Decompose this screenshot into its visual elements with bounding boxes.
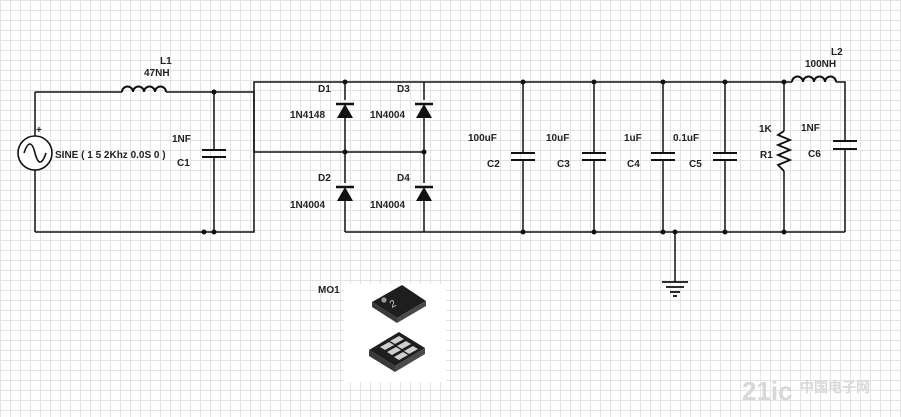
- c5-ref: C5: [689, 159, 702, 170]
- c4-ref: C4: [627, 159, 640, 170]
- mo1-chip-bottom-image: [369, 332, 425, 372]
- c6-ref: C6: [808, 149, 821, 160]
- d2-value: 1N4004: [290, 200, 325, 211]
- wires: [34, 81, 846, 282]
- source-value: SINE ( 1 5 2Khz 0.0S 0 ): [55, 150, 166, 161]
- mo1-ref: MO1: [318, 285, 340, 296]
- l2-value: 100NH: [805, 59, 836, 70]
- l1-ref: L1: [160, 56, 172, 67]
- inductor-l2: L2 100NH: [791, 47, 843, 83]
- c6-value: 1NF: [801, 123, 820, 134]
- l1-value: 47NH: [144, 68, 170, 79]
- c5-value: 0.1uF: [673, 133, 699, 144]
- c1-value: 1NF: [172, 134, 191, 145]
- ground-icon: [662, 281, 688, 297]
- mo1-chip-top-image: 2: [372, 285, 426, 323]
- watermark-logo: 21ic 中国电子网: [742, 376, 870, 406]
- svg-text:2: 2: [388, 298, 399, 311]
- diode-d1: D1 1N4148: [290, 84, 354, 121]
- c3-value: 10uF: [546, 133, 569, 144]
- d1-ref: D1: [318, 84, 331, 95]
- c3-ref: C3: [557, 159, 570, 170]
- r1-value: 1K: [759, 124, 773, 135]
- watermark-subtext: 中国电子网: [800, 379, 870, 396]
- d3-ref: D3: [397, 84, 410, 95]
- d4-value: 1N4004: [370, 200, 405, 211]
- c1-ref: C1: [177, 158, 190, 169]
- diode-d2: D2 1N4004: [290, 173, 354, 211]
- capacitor-c1: 1NF C1: [172, 134, 226, 169]
- watermark-text: 21ic: [742, 376, 793, 406]
- junction-dots: [201, 79, 787, 235]
- inductor-l1: L1 47NH: [121, 56, 172, 93]
- capacitor-c2: 100uF C2: [468, 133, 535, 170]
- capacitor-c6: 1NF C6: [801, 123, 857, 160]
- module-mo1: MO1 2: [318, 284, 446, 382]
- capacitor-c3: 10uF C3: [546, 133, 606, 170]
- capacitor-c5: 0.1uF C5: [673, 133, 737, 170]
- diode-d4: D4 1N4004: [370, 173, 433, 211]
- c4-value: 1uF: [624, 133, 642, 144]
- d1-value: 1N4148: [290, 110, 325, 121]
- resistor-r1: 1K R1: [759, 124, 793, 172]
- source-polarity: +: [36, 125, 42, 136]
- capacitor-c4: 1uF C4: [624, 133, 675, 170]
- diode-d3: D3 1N4004: [370, 84, 433, 121]
- d4-ref: D4: [397, 173, 410, 184]
- r1-ref: R1: [760, 150, 773, 161]
- d2-ref: D2: [318, 173, 331, 184]
- sine-source: + SINE ( 1 5 2Khz 0.0S 0 ): [17, 125, 166, 171]
- c2-ref: C2: [487, 159, 500, 170]
- d3-value: 1N4004: [370, 110, 405, 121]
- l2-ref: L2: [831, 47, 843, 58]
- c2-value: 100uF: [468, 133, 497, 144]
